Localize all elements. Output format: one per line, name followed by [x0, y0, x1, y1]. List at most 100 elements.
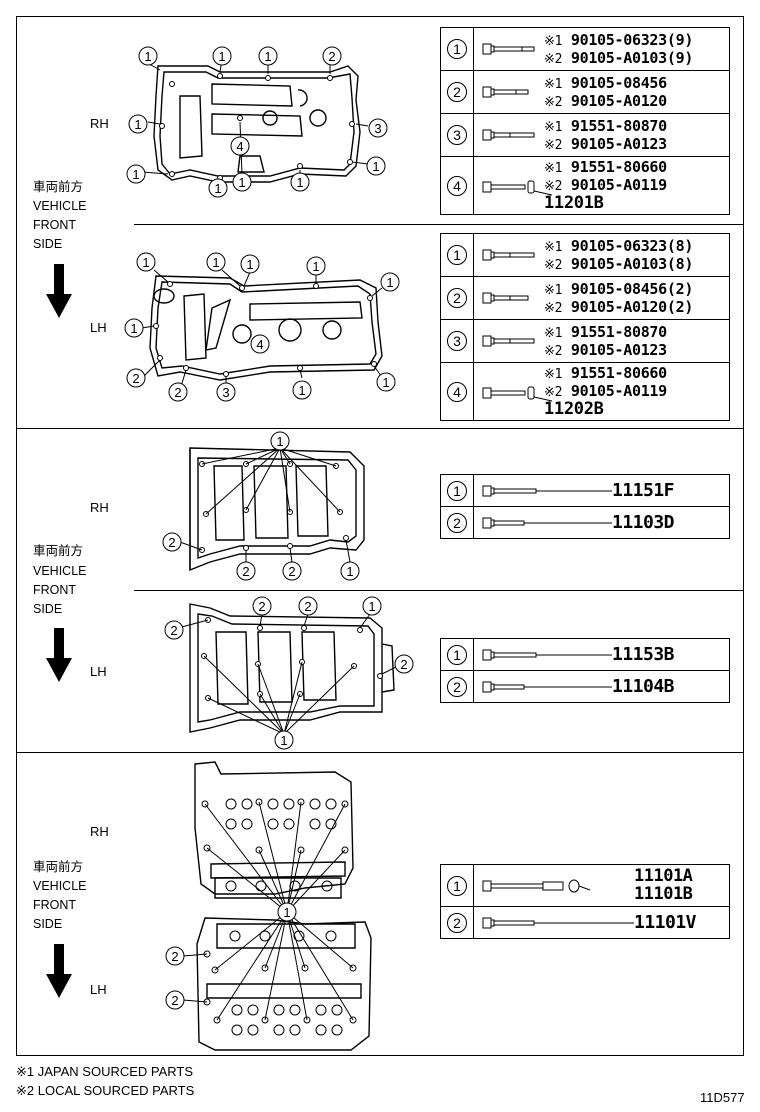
- front-arrow-icon: [46, 628, 72, 682]
- section-divider-2: [16, 752, 744, 753]
- svg-text:1: 1: [368, 599, 375, 614]
- footnote-japan-sourced: ※1 JAPAN SOURCED PARTS: [16, 1064, 194, 1079]
- svg-text:1: 1: [132, 167, 139, 182]
- part-number: 90105-08456(2): [570, 280, 694, 298]
- svg-text:1: 1: [372, 159, 379, 174]
- rh-camshaft-housing-drawing: 1 2 2 2 1: [162, 431, 365, 581]
- index-callout: 2: [447, 288, 467, 308]
- front-arrow-icon: [46, 264, 72, 318]
- vehicle-front-jp-label: 車両前方: [33, 544, 84, 558]
- lh-housing-bolt-table: 1 11153B 2 11104B: [440, 638, 730, 703]
- part-number: 11153B: [612, 644, 675, 665]
- table-row: 1 ※1 90105-06323(8)※2 90105-A0103(8): [440, 233, 730, 277]
- svg-text:1: 1: [130, 321, 137, 336]
- svg-text:2: 2: [171, 949, 178, 964]
- svg-text:1: 1: [212, 255, 219, 270]
- flange-bolt-icon: [482, 681, 612, 693]
- svg-text:1: 1: [218, 49, 225, 64]
- lh-label: LH: [90, 320, 107, 335]
- svg-text:2: 2: [174, 385, 181, 400]
- part-number: 91551-80870: [570, 323, 667, 341]
- svg-text:1: 1: [276, 434, 283, 449]
- vehicle-front-jp-label: 車両前方: [33, 180, 84, 194]
- rh-label: RH: [90, 116, 109, 131]
- part-number: 11202B: [544, 399, 604, 419]
- index-callout: 1: [447, 245, 467, 265]
- vehicle-label: VEHICLE: [33, 564, 87, 578]
- index-callout: 1: [447, 39, 467, 59]
- part-number: 90105-A0119: [570, 176, 667, 194]
- index-callout: 1: [447, 644, 467, 665]
- part-number: 90105-A0103(8): [570, 255, 694, 273]
- flange-bolt-icon: [482, 249, 535, 261]
- cylinder-head-drawing: 1 2 2: [165, 761, 372, 1051]
- svg-text:2: 2: [171, 993, 178, 1008]
- index-callout: 1: [447, 480, 467, 501]
- index-callout: 4: [447, 175, 467, 196]
- svg-text:2: 2: [258, 599, 265, 614]
- front-arrow-icon: [46, 944, 72, 998]
- part-number: 90105-06323(8): [570, 237, 694, 255]
- table-row: 2 11104B: [440, 670, 730, 703]
- part-number: 11101V: [634, 912, 697, 933]
- svg-text:1: 1: [312, 259, 319, 274]
- lh-label: LH: [90, 664, 107, 679]
- svg-text:1: 1: [298, 383, 305, 398]
- footnote-local-sourced: ※2 LOCAL SOURCED PARTS: [16, 1083, 195, 1098]
- svg-text:1: 1: [280, 733, 287, 748]
- index-callout: 3: [447, 125, 467, 145]
- index-callout: 4: [447, 381, 467, 402]
- svg-text:2: 2: [328, 49, 335, 64]
- svg-text:1: 1: [346, 564, 353, 579]
- index-callout: 2: [447, 676, 467, 697]
- svg-text:1: 1: [264, 49, 271, 64]
- lh-head-cover-drawing: 1 1 1 1 1 1 1 3 2 2 1 4: [124, 252, 400, 402]
- svg-text:2: 2: [304, 599, 311, 614]
- part-number: 90105-A0120: [570, 92, 667, 110]
- flange-bolt-icon: [482, 43, 535, 55]
- part-number: 11101B: [634, 884, 693, 904]
- callout-1: 1: [138, 46, 158, 66]
- side-label: SIDE: [33, 602, 63, 616]
- table-row: 3 ※1 91551-80870※2 90105-A0123: [440, 319, 730, 363]
- part-number: 11103D: [612, 512, 675, 533]
- part-number: 11104B: [612, 676, 675, 697]
- part-number: 11151F: [612, 480, 675, 501]
- svg-text:2: 2: [132, 371, 139, 386]
- table-row: 3 ※1 91551-80870※2 90105-A0123: [440, 113, 730, 157]
- vehicle-front-jp-label: 車両前方: [33, 860, 84, 874]
- rh-lh-divider-2: [134, 590, 744, 591]
- svg-text:1: 1: [144, 49, 151, 64]
- table-row: 1 11153B: [440, 638, 730, 671]
- part-number: 91551-80660: [570, 158, 667, 176]
- svg-text:2: 2: [242, 564, 249, 579]
- part-number: 90105-08456: [570, 74, 667, 92]
- flange-bolt-icon: [482, 917, 634, 929]
- stud-bolt-with-spacer-icon: [482, 180, 553, 196]
- front-label: FRONT: [33, 218, 77, 232]
- svg-text:1: 1: [134, 117, 141, 132]
- svg-text:1: 1: [296, 175, 303, 190]
- table-row: 2 11103D: [440, 506, 730, 539]
- svg-text:1: 1: [283, 905, 290, 920]
- diagram-code: 11D577: [700, 1090, 745, 1105]
- table-row: 1 ※1 90105-06323(9)※2 90105-A0103(9): [440, 27, 730, 71]
- svg-text:1: 1: [246, 257, 253, 272]
- part-number: 90105-A0123: [570, 341, 667, 359]
- svg-text:4: 4: [236, 139, 243, 154]
- lh-cover-bolt-table: 1 ※1 90105-06323(8)※2 90105-A0103(8) 2 ※…: [440, 233, 730, 421]
- svg-text:4: 4: [256, 337, 263, 352]
- part-number: 11201B: [544, 193, 604, 213]
- part-number: 90105-06323(9): [570, 31, 694, 49]
- index-callout: 3: [447, 331, 467, 351]
- part-number: 91551-80870: [570, 117, 667, 135]
- svg-text:1: 1: [238, 175, 245, 190]
- svg-text:2: 2: [288, 564, 295, 579]
- long-flange-bolt-icon: [482, 649, 612, 661]
- part-number: 91551-80660: [570, 364, 667, 382]
- index-callout: 2: [447, 512, 467, 533]
- diagram-frame: [16, 16, 744, 1056]
- rh-lh-divider-1: [134, 224, 744, 225]
- svg-text:1: 1: [386, 275, 393, 290]
